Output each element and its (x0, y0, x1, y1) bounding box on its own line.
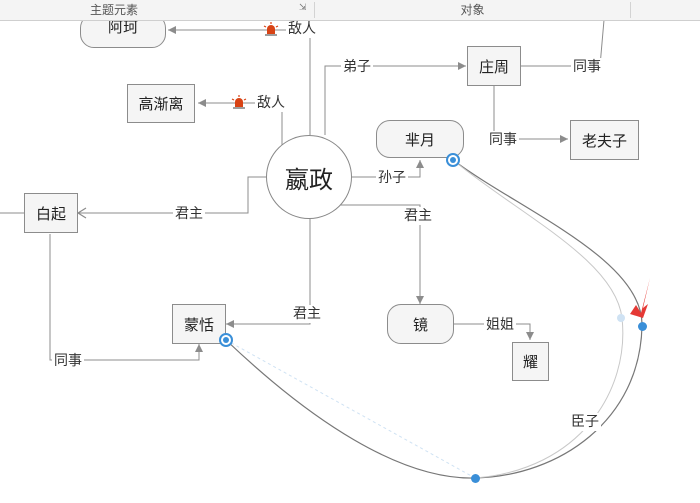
topic-gaojianli[interactable]: 高渐离 (127, 84, 195, 123)
connector-ruler-right[interactable] (340, 204, 424, 304)
connector-grandson[interactable] (352, 160, 424, 178)
connector-ruler-left[interactable] (76, 176, 268, 219)
connector-ruler-bottom[interactable] (226, 219, 311, 328)
connector-colleague-bottom[interactable] (49, 234, 203, 361)
relation-label-colleague[interactable]: 同事 (571, 58, 603, 76)
connector-sister[interactable] (454, 323, 534, 340)
ribbon-bar: 主题元素 ⇲ 对象 (0, 0, 700, 21)
connector-disciple[interactable] (324, 62, 466, 135)
topic-laofuzi[interactable]: 老夫子 (570, 120, 639, 160)
ribbon-separator (314, 2, 315, 18)
relation-label-sister[interactable]: 姐姐 (484, 316, 516, 334)
alarm-icon (231, 95, 247, 109)
relation-label-disciple[interactable]: 弟子 (341, 58, 373, 76)
relation-label-minister[interactable]: 臣子 (569, 413, 601, 431)
dialog-launcher-icon[interactable]: ⇲ (299, 3, 307, 13)
ribbon-group-object[interactable]: 对象 (460, 3, 485, 17)
ribbon-separator (630, 2, 631, 18)
topic-miyue[interactable]: 芈月 (376, 120, 464, 158)
control-point-handle[interactable] (471, 474, 480, 483)
cursor-arrow-icon (630, 278, 650, 318)
relation-label-enemy[interactable]: 敌人 (286, 20, 318, 38)
relation-label-ruler[interactable]: 君主 (402, 207, 434, 225)
relation-label-ruler[interactable]: 君主 (291, 305, 323, 323)
control-point-ghost (617, 314, 625, 322)
topic-baiqi[interactable]: 白起 (24, 193, 78, 233)
relation-curve-minister[interactable] (225, 159, 643, 479)
control-line-start (225, 339, 476, 479)
relation-start-handle[interactable] (219, 333, 233, 347)
relation-label-grandson[interactable]: 孙子 (376, 169, 408, 187)
relation-label-colleague[interactable]: 同事 (52, 352, 84, 370)
control-point-handle[interactable] (638, 322, 647, 331)
topic-yingzheng[interactable]: 嬴政 (266, 135, 352, 219)
ribbon-group-theme[interactable]: 主题元素 (89, 3, 138, 17)
topic-yao[interactable]: 耀 (512, 342, 549, 381)
relation-label-enemy[interactable]: 敌人 (255, 94, 287, 112)
relation-label-ruler[interactable]: 君主 (173, 205, 205, 223)
relation-label-colleague[interactable]: 同事 (487, 131, 519, 149)
alarm-icon (263, 22, 279, 36)
relation-end-handle[interactable] (446, 153, 460, 167)
topic-mengtian[interactable]: 蒙恬 (172, 304, 226, 344)
topic-zhuangzhou[interactable]: 庄周 (467, 46, 521, 86)
topic-jing[interactable]: 镜 (387, 304, 454, 344)
